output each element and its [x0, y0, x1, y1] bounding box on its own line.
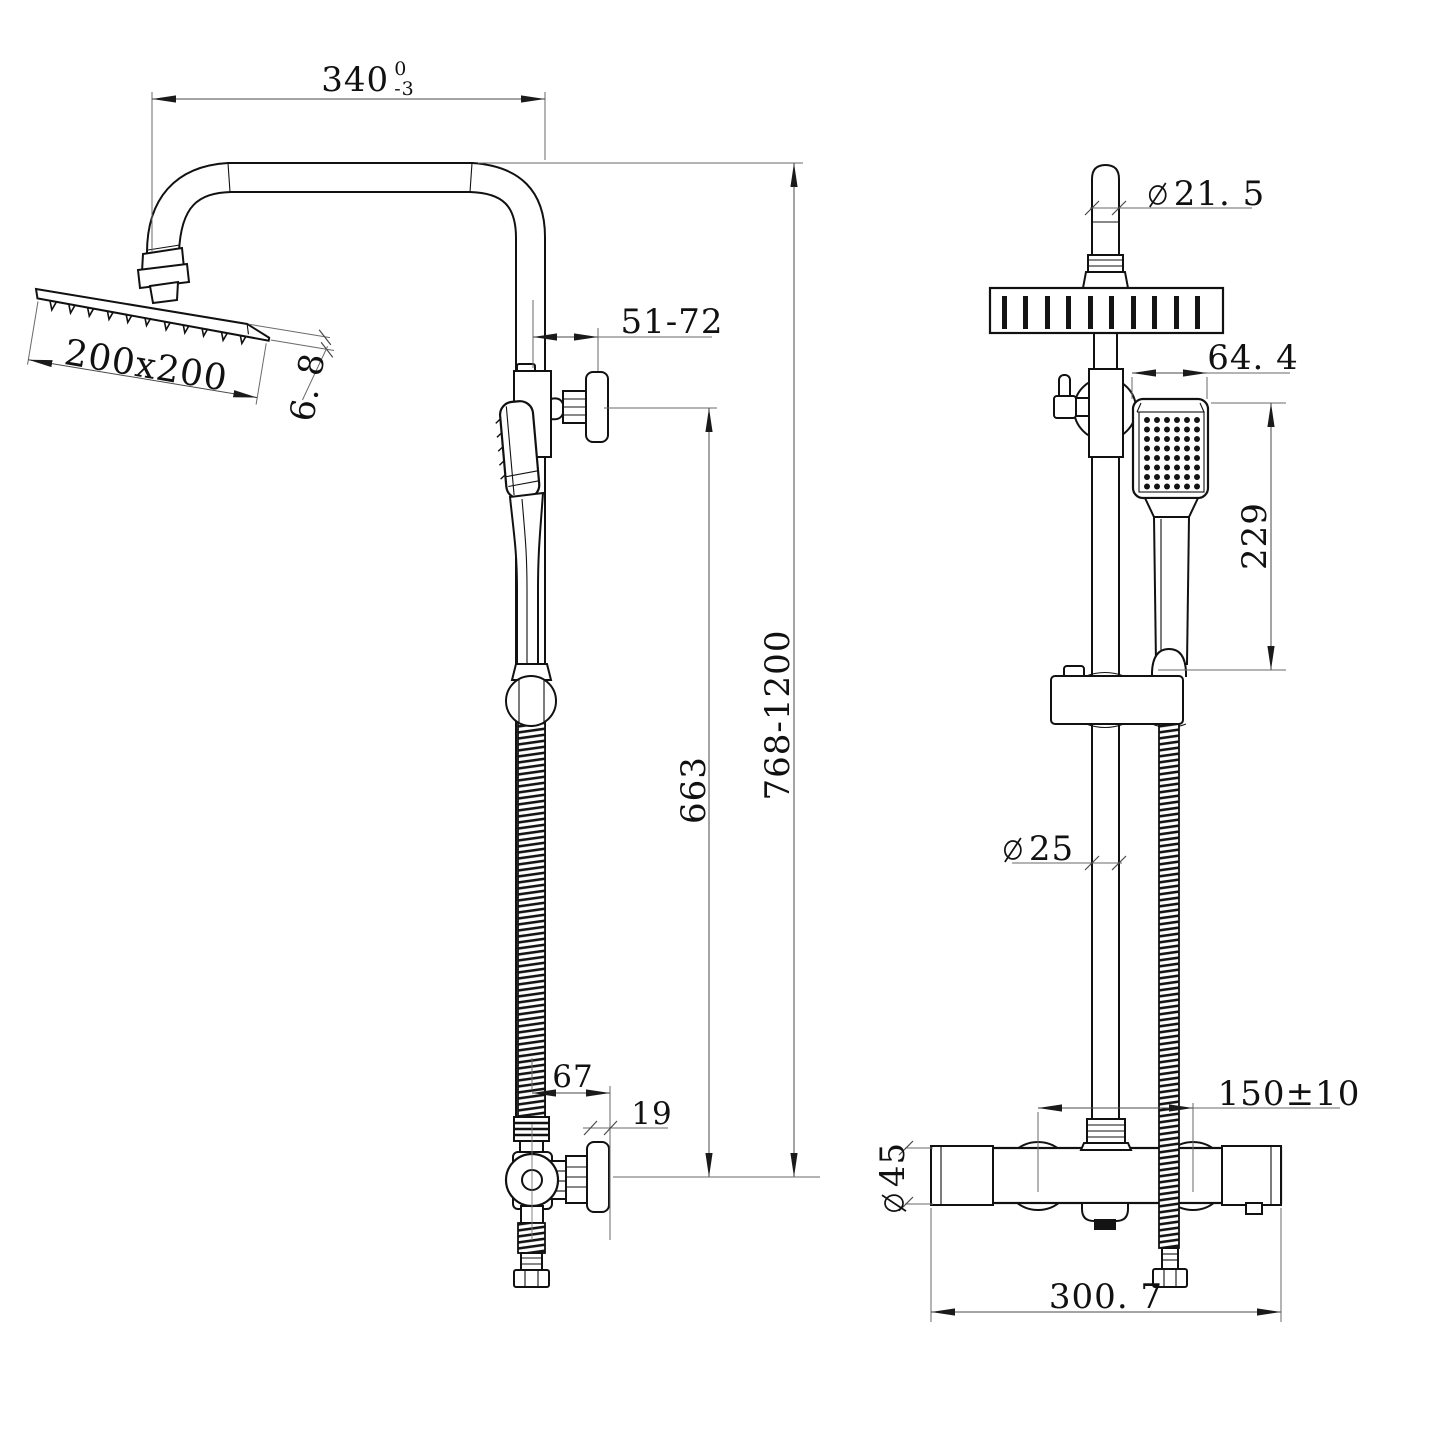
- dim-wall-plate-thickness: 19: [631, 1096, 673, 1132]
- dim-top-pipe-diameter: 21. 5: [1147, 174, 1266, 214]
- rain-shower-head: [27, 287, 335, 405]
- diameter-symbol-icon: [1148, 182, 1167, 208]
- dim-riser-diameter: 25: [1002, 829, 1074, 869]
- side-view: [930, 163, 1283, 1288]
- wall-plate-lower: [586, 1141, 610, 1213]
- shower-head-connector: [136, 246, 191, 305]
- diameter-symbol-icon: [1004, 837, 1022, 863]
- slide-clamp-side: [1050, 665, 1187, 729]
- dim-arm-reach-tolerance: 0 -3: [394, 58, 415, 100]
- hand-shower-front: [495, 400, 545, 669]
- dim-hose-drop: 663: [674, 756, 714, 824]
- dim-arm-reach-value: 340: [321, 60, 390, 100]
- hose-hex-nut-side: [1152, 1268, 1188, 1288]
- dim-riser-height: 768-1200: [758, 629, 798, 801]
- dim-hand-shower-width: 64. 4: [1207, 338, 1299, 378]
- valve-handle-left: [930, 1145, 994, 1206]
- valve-handle-right: [1221, 1145, 1282, 1206]
- dim-arm-reach: 340 0 -3: [321, 58, 415, 100]
- outlet-port: [1094, 1219, 1116, 1230]
- rain-head-nozzle-rows: [1002, 296, 1200, 329]
- dim-valve-body-diameter: 45: [873, 1142, 913, 1214]
- side-view-dimension-lines: [898, 200, 1340, 1322]
- thermostatic-valve: [930, 1118, 1283, 1230]
- front-view-dimension-lines: [151, 92, 820, 1240]
- shower-hose-side: [1158, 723, 1180, 1249]
- dim-wall-bracket-range: 51-72: [620, 302, 724, 342]
- shower-arm: [145, 162, 546, 1123]
- hand-shower-spray-holes: [1144, 417, 1200, 490]
- spray-nozzles: [49, 301, 247, 346]
- rain-head-edge-view: [988, 286, 1225, 335]
- temp-stop-button: [1245, 1202, 1263, 1215]
- hand-shower-side: [1131, 397, 1210, 677]
- dim-hand-shower-length: 229: [1235, 502, 1275, 570]
- dim-valve-center-offset: 67: [552, 1059, 594, 1095]
- dim-valve-length: 300. 7: [1048, 1277, 1164, 1317]
- dim-inlet-spacing: 150±10: [1217, 1074, 1361, 1114]
- diverter-outlet-assembly: [504, 1116, 610, 1288]
- slide-clamp-front: [505, 663, 557, 727]
- diameter-symbol-icon: [881, 1194, 907, 1212]
- hose-hex-nut-front: [513, 1269, 550, 1288]
